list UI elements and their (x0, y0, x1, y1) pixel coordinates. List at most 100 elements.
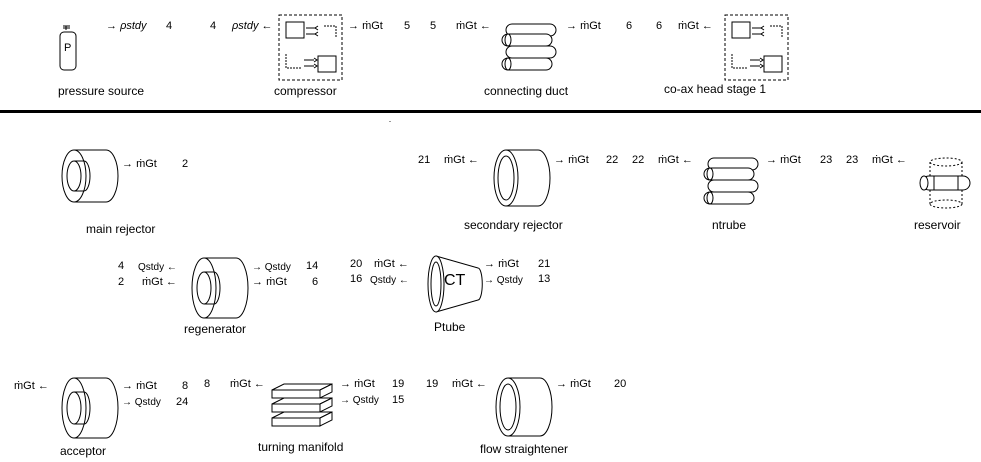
acc-m-out-port: → ṁGt (122, 380, 157, 392)
m-gt-symbol: ṁGt (658, 154, 679, 166)
regen-q-in-port: Qstdy ← (138, 262, 177, 273)
m-gt-symbol: ṁGt (354, 378, 375, 390)
ntrube-icon (703, 157, 759, 205)
m-gt-symbol: ṁGt (678, 20, 699, 32)
m-gt-symbol: ṁGt (568, 154, 589, 166)
ptube-q-out-number: 13 (538, 273, 551, 285)
acc-m-out-number: 8 (182, 380, 189, 392)
tm-in-number: 8 (204, 378, 211, 390)
tm-m-out-port: → ṁGt (340, 378, 375, 390)
compressor-icon (278, 14, 343, 81)
main-rejector-label: main rejector (86, 222, 156, 236)
comp-in-port: ρstdy ← (232, 20, 273, 32)
main-rejector-icon (61, 149, 119, 203)
pressure-source-label: pressure source (58, 84, 145, 98)
m-gt-symbol: ṁGt (872, 154, 893, 166)
ntrube-label: ntrube (712, 218, 747, 232)
ptube-q-in-number: 16 (350, 273, 363, 285)
ntrube-in-port: ṁGt ← (658, 154, 693, 166)
p-stdy-symbol: ρstdy (232, 20, 259, 32)
comp-out-port: → ṁGt (348, 20, 383, 32)
stray-dot (389, 121, 391, 122)
regen-m-out-number: 6 (312, 276, 319, 288)
secondary-rejector-icon (493, 149, 551, 207)
coax-in-number: 6 (656, 20, 663, 32)
m-gt-symbol: ṁGt (136, 380, 157, 392)
ps-out-number: 4 (166, 20, 173, 32)
connecting-duct-icon (501, 23, 557, 71)
regen-m-in-port: ṁGt ← (142, 276, 177, 288)
tm-m-out-number: 19 (392, 378, 405, 390)
ptube-m-out-number: 21 (538, 258, 551, 270)
coax-head-icon (724, 14, 789, 81)
tm-q-out-number: 15 (392, 394, 405, 406)
q-stdy-symbol: Qstdy (496, 275, 523, 286)
fs-in-port: ṁGt ← (452, 378, 487, 390)
ptube-icon (427, 255, 483, 313)
flow-straightener-icon (495, 377, 553, 437)
regen-q-out-number: 14 (306, 260, 319, 272)
m-gt-symbol: ṁGt (452, 378, 473, 390)
m-gt-symbol: ṁGt (444, 154, 465, 166)
pressure-source-port: → ρstdy (106, 20, 147, 32)
secrej-out-port: → ṁGt (554, 154, 589, 166)
reservoir-icon (919, 157, 971, 209)
coax-in-port: ṁGt ← (678, 20, 713, 32)
ntrube-out-port: → ṁGt (766, 154, 801, 166)
regen-q-out-port: → Qstdy (252, 262, 291, 273)
ptube-q-out-port: → Qstdy (484, 275, 523, 286)
m-gt-symbol: ṁGt (570, 378, 591, 390)
mainrej-out-port: → ṁGt (122, 158, 157, 170)
fs-out-port: → ṁGt (556, 378, 591, 390)
comp-out-number: 5 (404, 20, 411, 32)
secrej-out-number: 22 (606, 154, 619, 166)
q-stdy-symbol: Qstdy (134, 397, 161, 408)
ptube-m-in-port: ṁGt ← (374, 258, 409, 270)
reservoir-label: reservoir (914, 218, 961, 232)
m-gt-symbol: ṁGt (780, 154, 801, 166)
compressor-label: compressor (274, 84, 337, 98)
q-stdy-symbol: Qstdy (264, 262, 291, 273)
ntrube-out-number: 23 (820, 154, 833, 166)
m-gt-symbol: ṁGt (498, 258, 519, 270)
secrej-in-number: 21 (418, 154, 431, 166)
regen-m-out-port: → ṁGt (252, 276, 287, 288)
duct-in-number: 5 (430, 20, 437, 32)
fs-in-number: 19 (426, 378, 439, 390)
pressure-source-letter: P (64, 42, 72, 54)
ptube-m-in-number: 20 (350, 258, 363, 270)
secrej-in-port: ṁGt ← (444, 154, 479, 166)
m-gt-symbol: ṁGt (362, 20, 383, 32)
res-in-port: ṁGt ← (872, 154, 907, 166)
m-gt-symbol: ṁGt (374, 258, 395, 270)
ptube-ct-text: CT (444, 272, 466, 289)
m-gt-symbol: ṁGt (456, 20, 477, 32)
p-stdy-symbol: ρstdy (120, 20, 147, 32)
acc-q-out-port: → Qstdy (122, 397, 161, 408)
duct-out-port: → ṁGt (566, 20, 601, 32)
secondary-rejector-label: secondary rejector (464, 218, 563, 232)
regenerator-label: regenerator (184, 322, 247, 336)
flow-straightener-label: flow straightener (480, 442, 569, 456)
m-gt-symbol: ṁGt (266, 276, 287, 288)
m-gt-symbol: ṁGt (580, 20, 601, 32)
duct-in-port: ṁGt ← (456, 20, 491, 32)
acceptor-icon (61, 377, 119, 439)
ptube-label: Ptube (434, 320, 466, 334)
q-stdy-symbol: Qstdy (138, 262, 165, 273)
turning-manifold-icon (271, 383, 333, 427)
fs-out-number: 20 (614, 378, 627, 390)
res-in-number: 23 (846, 154, 859, 166)
regenerator-icon (191, 257, 249, 319)
comp-in-number: 4 (210, 20, 217, 32)
regen-m-in-number: 2 (118, 276, 125, 288)
pressure-source-icon (59, 25, 77, 71)
acc-in-port: ṁGt ← (14, 380, 49, 392)
acc-q-out-number: 24 (176, 396, 189, 408)
ntrube-in-number: 22 (632, 154, 645, 166)
ptube-m-out-port: → ṁGt (484, 258, 519, 270)
q-stdy-symbol: Qstdy (370, 275, 397, 286)
mainrej-out-number: 2 (182, 158, 189, 170)
q-stdy-symbol: Qstdy (352, 395, 379, 406)
m-gt-symbol: ṁGt (136, 158, 157, 170)
